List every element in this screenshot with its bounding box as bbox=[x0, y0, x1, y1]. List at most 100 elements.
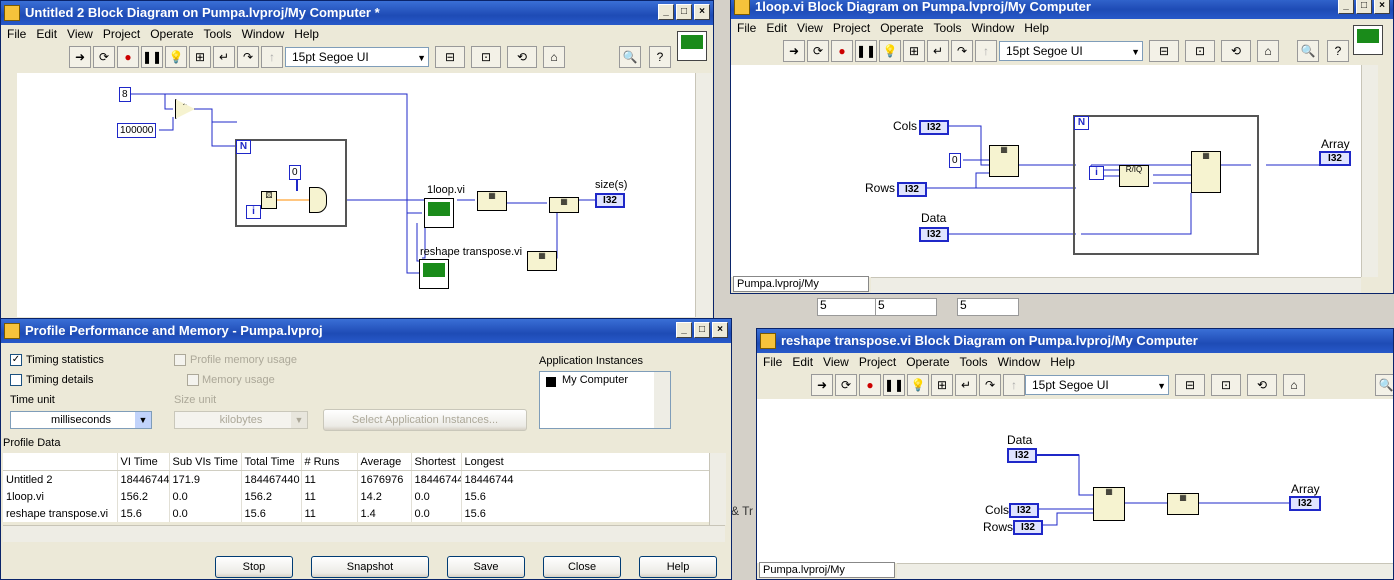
rows-control[interactable]: I32 bbox=[1013, 520, 1043, 535]
vi-icon[interactable] bbox=[677, 31, 707, 61]
data-control[interactable]: I32 bbox=[919, 227, 949, 242]
run-arrow-icon[interactable]: ➜ bbox=[783, 40, 805, 62]
distribute-icon[interactable]: ⊡ bbox=[1185, 40, 1215, 62]
block-diagram-canvas[interactable]: 8 100000 × N i ⚄ 0 1loop.vi reshape tran… bbox=[17, 73, 695, 317]
close-button[interactable]: × bbox=[712, 322, 728, 338]
font-select[interactable]: 15pt Segoe UI▼ bbox=[999, 41, 1143, 61]
abort-icon[interactable]: ● bbox=[859, 374, 881, 396]
minimize-button[interactable]: _ bbox=[1338, 0, 1354, 14]
app-instance-item[interactable]: My Computer bbox=[562, 374, 629, 386]
retain-wire-values-icon[interactable]: ⊞ bbox=[931, 374, 953, 396]
menu-edit[interactable]: Edit bbox=[36, 27, 58, 41]
for-loop[interactable] bbox=[1073, 115, 1259, 255]
align-icon[interactable]: ⊟ bbox=[1149, 40, 1179, 62]
title-bar[interactable]: reshape transpose.vi Block Diagram on Pu… bbox=[757, 329, 1393, 353]
size-indicator[interactable]: I32 bbox=[595, 193, 625, 208]
col-header-longest[interactable]: Longest bbox=[461, 453, 710, 471]
search-icon[interactable]: 🔍 bbox=[1297, 40, 1319, 62]
const-0[interactable]: 0 bbox=[949, 153, 961, 168]
menu-tools[interactable]: Tools bbox=[959, 355, 988, 369]
col-header-total-time[interactable]: Total Time bbox=[241, 453, 302, 471]
cols-control[interactable]: I32 bbox=[1009, 503, 1039, 518]
run-arrow-icon[interactable]: ➜ bbox=[811, 374, 833, 396]
menu-view[interactable]: View bbox=[797, 21, 823, 35]
reorder-icon[interactable]: ⟲ bbox=[1247, 374, 1277, 396]
menu-window[interactable]: Window bbox=[241, 27, 285, 41]
app-instances-list[interactable]: My Computer bbox=[539, 371, 671, 429]
timing-details-checkbox[interactable] bbox=[10, 374, 22, 386]
table-horizontal-scrollbar[interactable] bbox=[3, 525, 725, 542]
title-bar[interactable]: Profile Performance and Memory - Pumpa.l… bbox=[1, 319, 731, 343]
horizontal-scrollbar[interactable] bbox=[897, 563, 1393, 579]
subvi-1loop[interactable] bbox=[424, 198, 454, 228]
block-diagram-canvas[interactable]: Cols I32 0 Rows I32 Data I32 ▦ N i R/IQ … bbox=[731, 65, 1361, 277]
menu-file[interactable]: File bbox=[7, 27, 27, 41]
cleanup-icon[interactable]: ⌂ bbox=[1257, 40, 1279, 62]
menu-window[interactable]: Window bbox=[997, 355, 1041, 369]
context-help-icon[interactable]: ? bbox=[1327, 40, 1349, 62]
const-8[interactable]: 8 bbox=[119, 87, 131, 102]
vi-icon[interactable] bbox=[1353, 25, 1383, 55]
const-0[interactable]: 0 bbox=[289, 165, 301, 180]
align-icon[interactable]: ⊟ bbox=[435, 46, 465, 68]
menu-view[interactable]: View bbox=[823, 355, 849, 369]
step-over-icon[interactable]: ↷ bbox=[237, 46, 259, 68]
menu-help[interactable]: Help bbox=[1050, 355, 1075, 369]
help-button[interactable]: Help bbox=[639, 556, 717, 578]
col-header-subvis-time[interactable]: Sub VIs Time bbox=[169, 453, 242, 471]
cols-control[interactable]: I32 bbox=[919, 120, 949, 135]
timing-statistics-checkbox[interactable]: ✓ bbox=[10, 354, 22, 366]
step-into-icon[interactable]: ↵ bbox=[927, 40, 949, 62]
quotient-remainder-node[interactable]: R/IQ bbox=[1119, 165, 1149, 187]
highlight-execution-icon[interactable]: 💡 bbox=[879, 40, 901, 62]
table-row[interactable]: Untitled 2 18446744 171.9 184467440 11 1… bbox=[3, 470, 710, 488]
search-icon[interactable]: 🔍 bbox=[619, 46, 641, 68]
project-tab[interactable]: Pumpa.lvproj/My Computer bbox=[733, 276, 869, 292]
for-loop[interactable] bbox=[235, 139, 347, 227]
close-button[interactable]: × bbox=[694, 4, 710, 20]
block-diagram-canvas[interactable]: Data I32 Cols I32 Rows I32 ▦ ▦ Array I32 bbox=[757, 399, 1393, 563]
menu-window[interactable]: Window bbox=[971, 21, 1015, 35]
maximize-button[interactable]: □ bbox=[676, 4, 692, 20]
highlight-execution-icon[interactable]: 💡 bbox=[165, 46, 187, 68]
size-unit-select[interactable]: kilobytes▼ bbox=[174, 411, 308, 429]
transpose-array-node[interactable]: ▦ bbox=[1167, 493, 1199, 515]
time-unit-select[interactable]: milliseconds▼ bbox=[10, 411, 152, 429]
step-over-icon[interactable]: ↷ bbox=[979, 374, 1001, 396]
search-icon[interactable]: 🔍 bbox=[1375, 374, 1393, 396]
menu-operate[interactable]: Operate bbox=[906, 355, 950, 369]
memory-usage-checkbox[interactable] bbox=[187, 374, 199, 386]
menu-tools[interactable]: Tools bbox=[933, 21, 962, 35]
vertical-scrollbar[interactable] bbox=[695, 73, 712, 317]
menu-edit[interactable]: Edit bbox=[792, 355, 814, 369]
font-select[interactable]: 15pt Segoe UI▼ bbox=[285, 47, 429, 67]
reshape-array-node[interactable]: ▦ bbox=[1093, 487, 1125, 521]
step-into-icon[interactable]: ↵ bbox=[213, 46, 235, 68]
snapshot-button[interactable]: Snapshot bbox=[311, 556, 429, 578]
menu-help[interactable]: Help bbox=[1024, 21, 1049, 35]
replace-array-subset-node[interactable]: ▦ bbox=[1191, 151, 1221, 193]
close-button[interactable]: × bbox=[1374, 0, 1390, 14]
data-control[interactable]: I32 bbox=[1007, 448, 1037, 463]
highlight-execution-icon[interactable]: 💡 bbox=[907, 374, 929, 396]
retain-wire-values-icon[interactable]: ⊞ bbox=[189, 46, 211, 68]
align-icon[interactable]: ⊟ bbox=[1175, 374, 1205, 396]
title-bar[interactable]: Untitled 2 Block Diagram on Pumpa.lvproj… bbox=[1, 1, 713, 25]
table-row[interactable]: 1loop.vi 156.2 0.0 156.2 11 14.2 0.0 15.… bbox=[3, 488, 710, 505]
context-help-icon[interactable]: ? bbox=[649, 46, 671, 68]
random-dice-icon[interactable]: ⚄ bbox=[261, 191, 277, 209]
step-out-icon[interactable]: ↑ bbox=[261, 46, 283, 68]
reorder-icon[interactable]: ⟲ bbox=[507, 46, 537, 68]
vertical-scrollbar[interactable] bbox=[1361, 65, 1378, 277]
cleanup-icon[interactable]: ⌂ bbox=[1283, 374, 1305, 396]
step-out-icon[interactable]: ↑ bbox=[1003, 374, 1025, 396]
distribute-icon[interactable]: ⊡ bbox=[471, 46, 501, 68]
col-header-runs[interactable]: # Runs bbox=[301, 453, 358, 471]
run-continuously-icon[interactable]: ⟳ bbox=[835, 374, 857, 396]
maximize-button[interactable]: □ bbox=[1356, 0, 1372, 14]
maximize-button[interactable]: □ bbox=[694, 322, 710, 338]
step-into-icon[interactable]: ↵ bbox=[955, 374, 977, 396]
pause-icon[interactable]: ❚❚ bbox=[141, 46, 163, 68]
menu-project[interactable]: Project bbox=[832, 21, 871, 35]
menu-tools[interactable]: Tools bbox=[203, 27, 232, 41]
